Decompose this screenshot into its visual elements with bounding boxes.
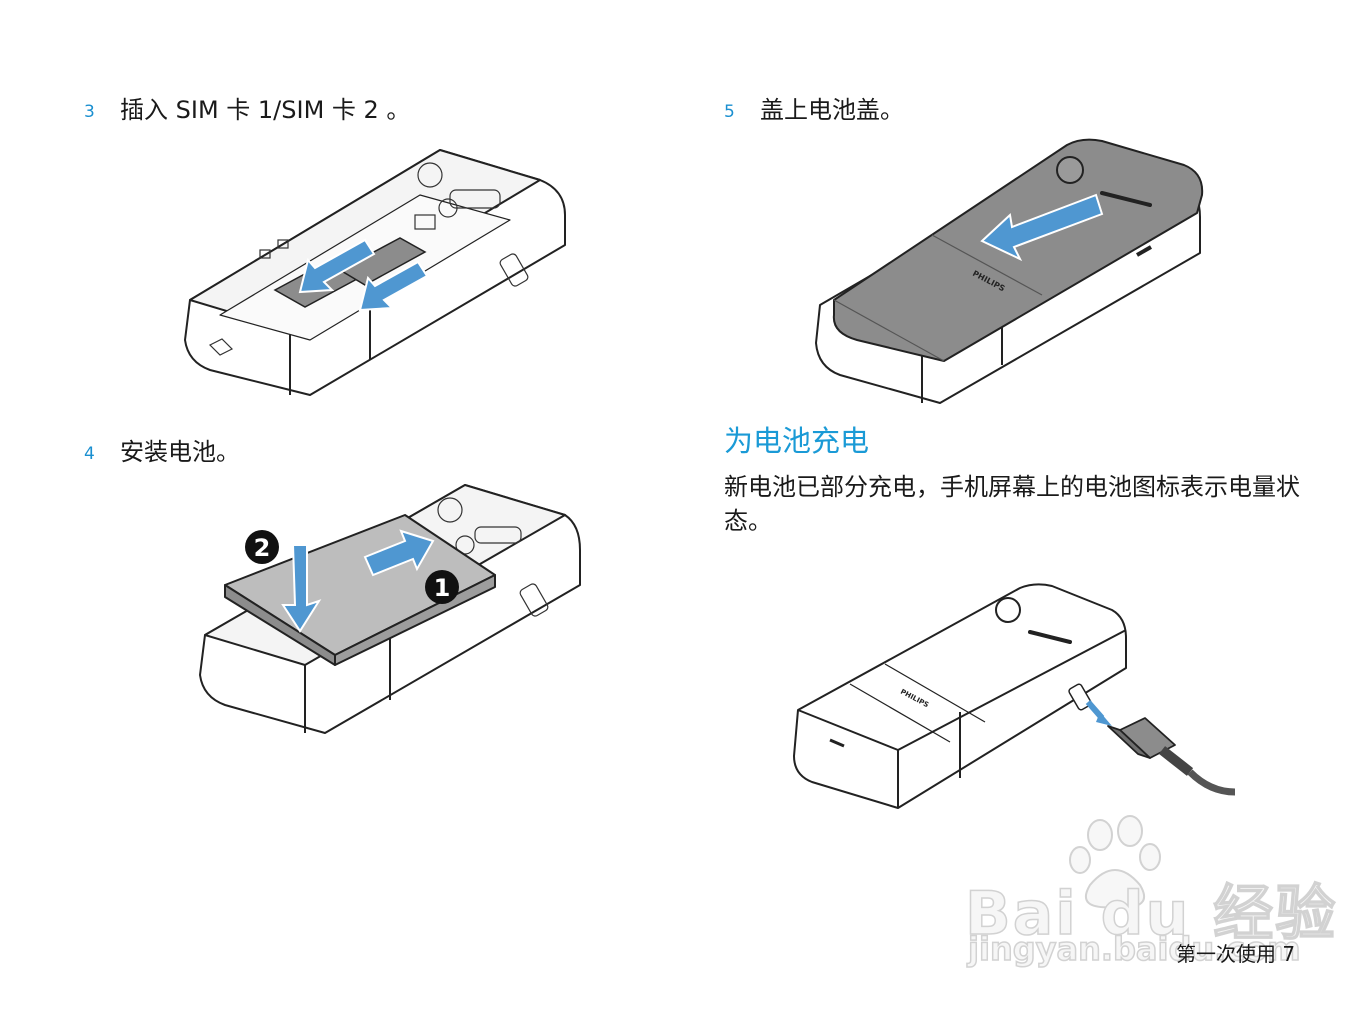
marker-1: 1: [425, 570, 459, 604]
section-paragraph: 新电池已部分充电，手机屏幕上的电池图标表示电量状态。: [724, 473, 1300, 535]
cover-close-illustration: PHILIPS: [815, 138, 1204, 404]
step-number: 4: [84, 444, 95, 464]
step-text: 盖上电池盖。: [760, 96, 904, 124]
paw-icon: [1069, 815, 1161, 909]
step-number: 5: [724, 102, 735, 122]
svg-text:2: 2: [254, 534, 271, 562]
step-text: 插入 SIM 卡 1/SIM 卡 2 。: [120, 96, 411, 124]
marker-2: 2: [245, 530, 279, 564]
section-heading: 为电池充电: [724, 424, 870, 458]
step-5: 5 盖上电池盖。: [724, 95, 904, 127]
step-4: 4 安装电池。: [84, 437, 240, 469]
svg-text:1: 1: [434, 574, 451, 602]
charging-illustration: PHILIPS: [793, 583, 1236, 809]
step-number: 3: [84, 102, 95, 122]
step-text: 安装电池。: [120, 438, 240, 466]
baidu-watermark: Bai du 经验 jingyan.baidu.com: [950, 815, 1336, 975]
sim-insert-illustration: [184, 149, 566, 396]
step-3: 3 插入 SIM 卡 1/SIM 卡 2 。: [84, 95, 410, 127]
page-footer: 第一次使用 7: [1176, 942, 1296, 966]
battery-install-illustration: 1 2: [199, 484, 581, 734]
